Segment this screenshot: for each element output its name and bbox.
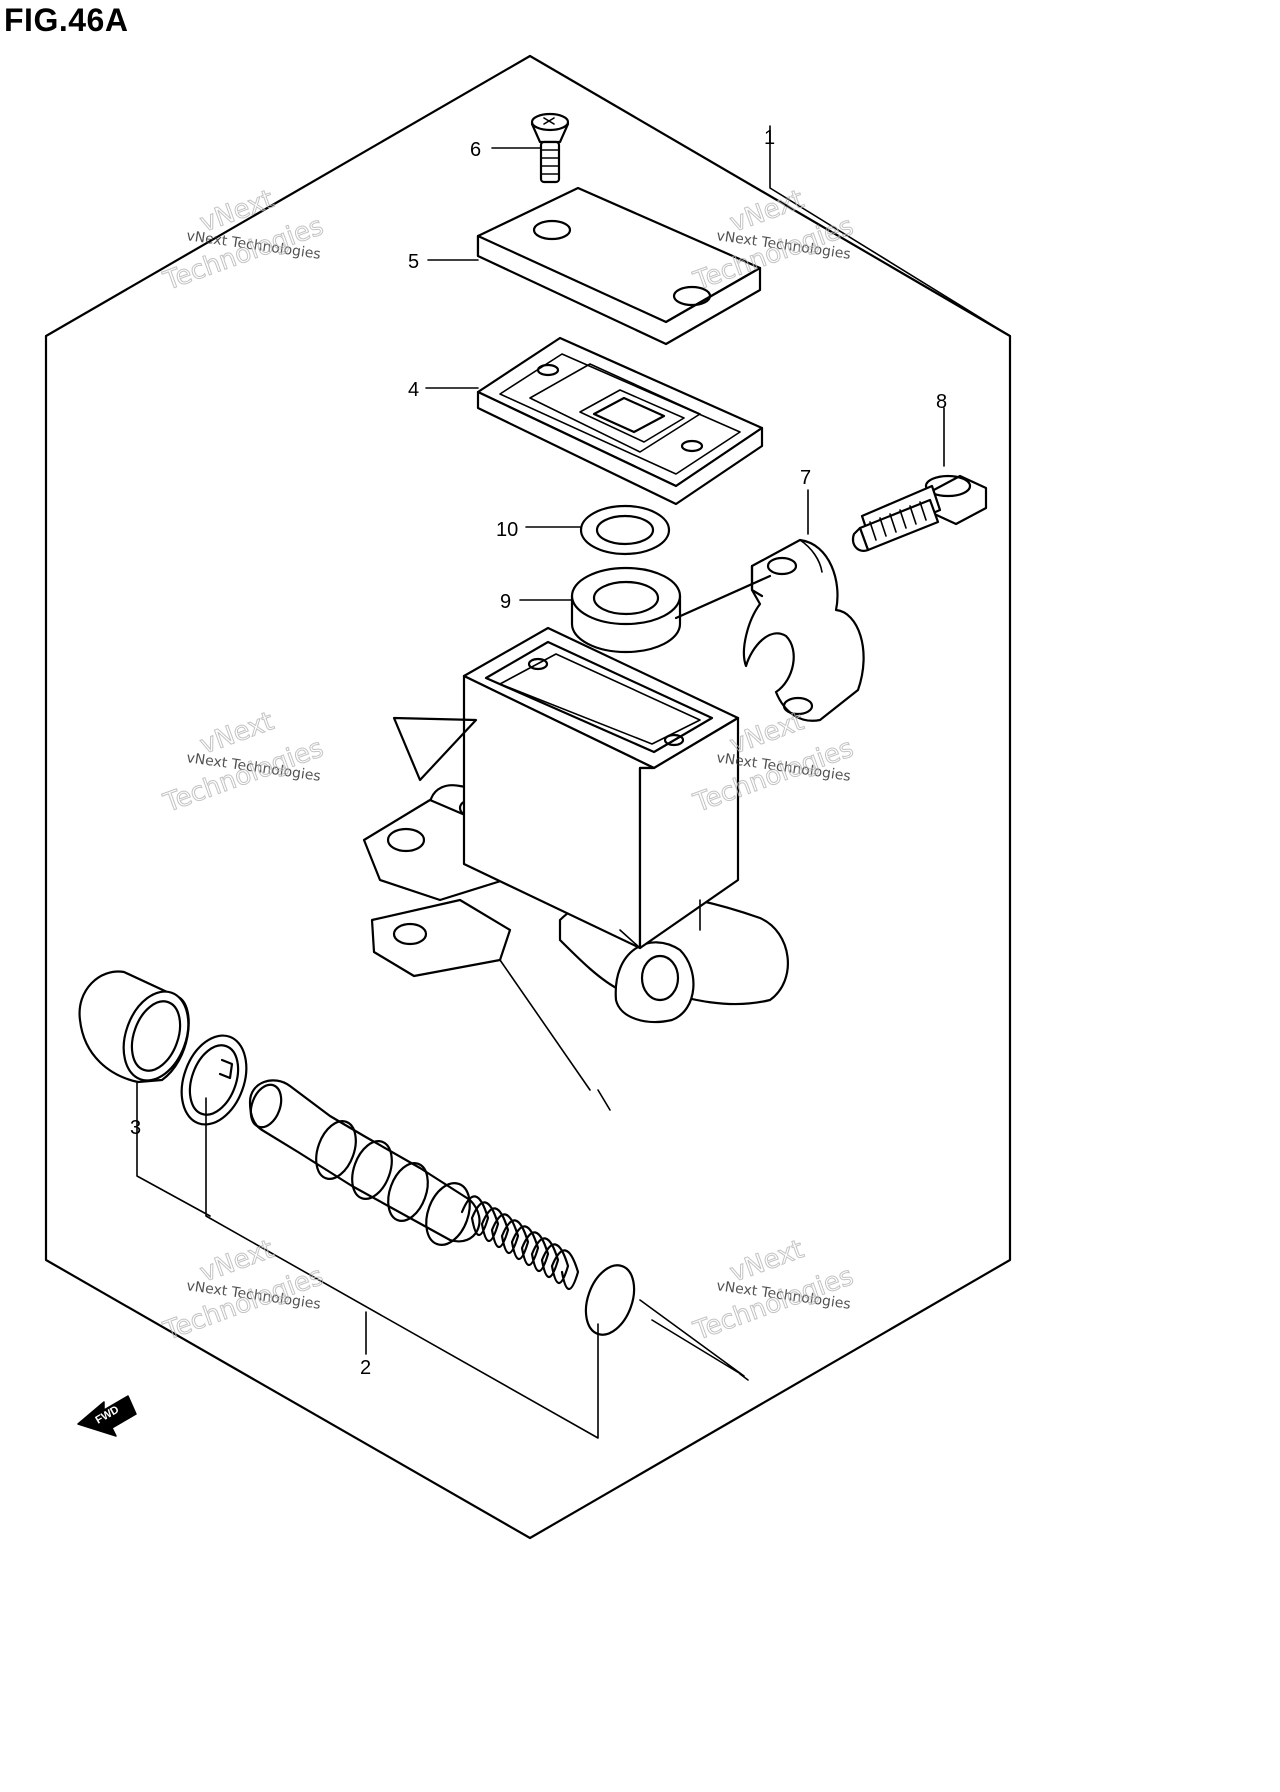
callout-9: 9 xyxy=(500,591,511,613)
callout-8: 8 xyxy=(936,391,947,413)
callout-1: 1 xyxy=(764,127,775,149)
callout-2: 2 xyxy=(360,1357,371,1379)
leader-lines xyxy=(136,125,1011,1439)
part-ring xyxy=(579,504,671,556)
part-boot xyxy=(78,970,190,1084)
watermark-3: vNext Technologies vNext Technologies xyxy=(159,706,328,820)
watermark-6: vNext Technologies vNext Technologies xyxy=(689,1234,858,1348)
callout-3: 3 xyxy=(130,1117,141,1139)
part-diaphragm-plate xyxy=(476,336,764,506)
figure-title: FIG.46A xyxy=(4,2,129,38)
fwd-arrow: FWD xyxy=(77,1395,137,1437)
part-screw xyxy=(530,112,570,184)
callout-7: 7 xyxy=(800,467,811,489)
part-reservoir-cap xyxy=(476,186,762,346)
part-clamp xyxy=(742,538,865,722)
part-piston-spring xyxy=(248,1079,636,1336)
callout-6: 6 xyxy=(470,139,481,161)
part-seal xyxy=(570,566,682,654)
part-circlip xyxy=(180,1034,248,1126)
watermark-5: vNext Technologies vNext Technologies xyxy=(159,1234,328,1348)
callout-10: 10 xyxy=(496,519,518,541)
watermark-2: vNext Technologies vNext Technologies xyxy=(689,184,858,298)
callout-4: 4 xyxy=(408,379,419,401)
part-master-cylinder-body xyxy=(362,574,789,1024)
watermark-1: vNext Technologies vNext Technologies xyxy=(159,184,328,298)
part-bolt xyxy=(851,474,988,552)
callout-5: 5 xyxy=(408,251,419,273)
